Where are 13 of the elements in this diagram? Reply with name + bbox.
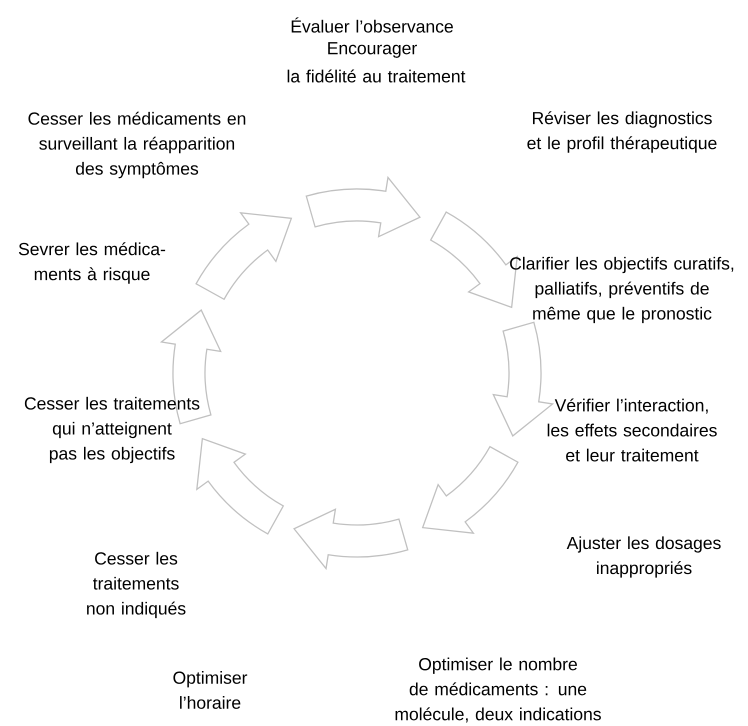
label-text: Ajuster les dosages inappropriés	[566, 536, 721, 578]
label-text: Clarifier les objectifs curatifs, palliatifs, préventifs de même que le pronostic	[510, 256, 734, 324]
label-text: la fidélité au traitement	[288, 69, 466, 83]
label-text: Cesser les médicaments en surveillant la réapparition des symptômes	[28, 112, 246, 178]
label-text: Optimiser l’horaire	[173, 671, 248, 709]
label-text: Optimiser le nombre de médicaments : une molécule, deux indications	[396, 658, 601, 722]
label-text: Vérifier l’interaction, les effets secondaires et leur traitement	[548, 398, 717, 462]
label-text: Cesser les traitements non indiqués	[87, 552, 186, 618]
label-text: Cesser les traitements qui n’atteignent pas les objectifs	[24, 396, 200, 464]
label-text: Évaluer l’observance	[292, 17, 453, 33]
label-text: Sevrer les médica-ments à risque	[18, 242, 166, 284]
label-text: Encourager	[328, 42, 417, 58]
label-text: Réviser les diagnostics et le profil thérapeutique	[527, 111, 716, 153]
